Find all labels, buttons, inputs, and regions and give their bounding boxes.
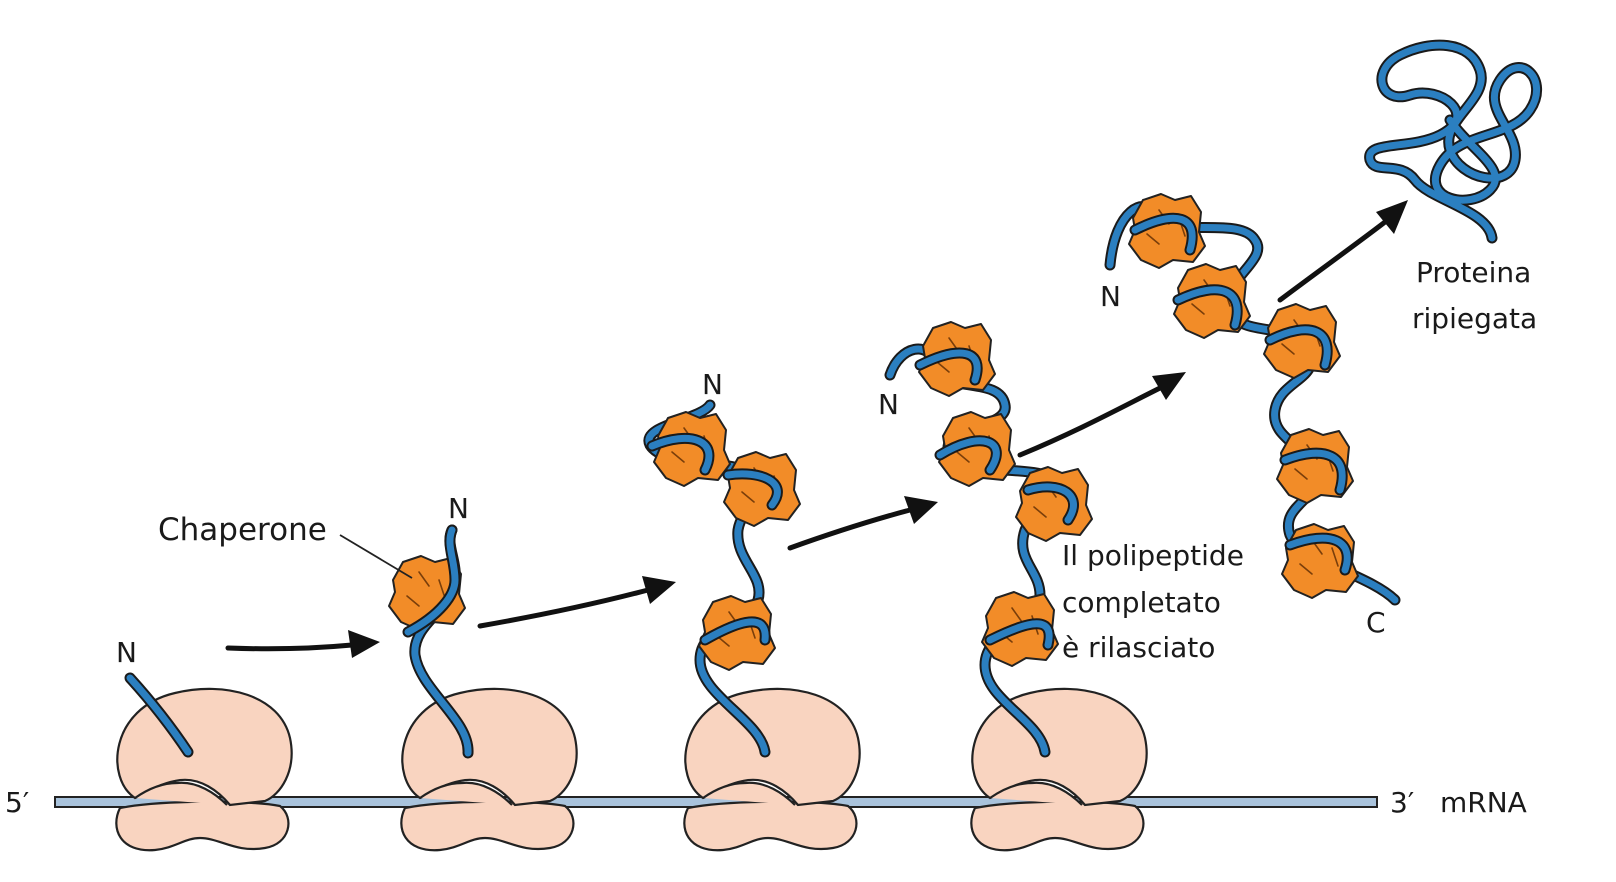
n-terminus-label-5: N	[1100, 280, 1121, 313]
progress-arrow-5	[1280, 200, 1408, 300]
five-prime-label: 5′	[5, 786, 29, 819]
released-label-line2: completato	[1062, 586, 1221, 619]
n-terminus-label-4: N	[878, 388, 899, 421]
progress-arrow-4	[1020, 372, 1186, 455]
progress-arrow-3	[790, 496, 938, 548]
mrna-label: mRNA	[1440, 786, 1527, 819]
chaperone-leader-line	[340, 535, 412, 578]
ribosome-1	[116, 689, 291, 850]
released-label-line3: è rilasciato	[1062, 631, 1215, 664]
progress-arrow-1	[228, 630, 380, 658]
folded-label-line1: Proteina	[1416, 256, 1531, 289]
three-prime-label: 3′	[1390, 786, 1414, 819]
progress-arrow-2	[480, 576, 676, 626]
ribosome-3	[684, 689, 859, 850]
ribosome-2	[401, 689, 576, 850]
ribosome-4	[971, 689, 1146, 850]
n-terminus-label-2: N	[448, 492, 469, 525]
n-terminus-label-1: N	[116, 636, 137, 669]
c-terminus-label: C	[1366, 606, 1386, 639]
released-label-line1: Il polipeptide	[1062, 539, 1244, 572]
chaperone-label: Chaperone	[158, 512, 327, 548]
n-terminus-label-3: N	[702, 368, 723, 401]
folded-label-line2: ripiegata	[1412, 302, 1537, 335]
